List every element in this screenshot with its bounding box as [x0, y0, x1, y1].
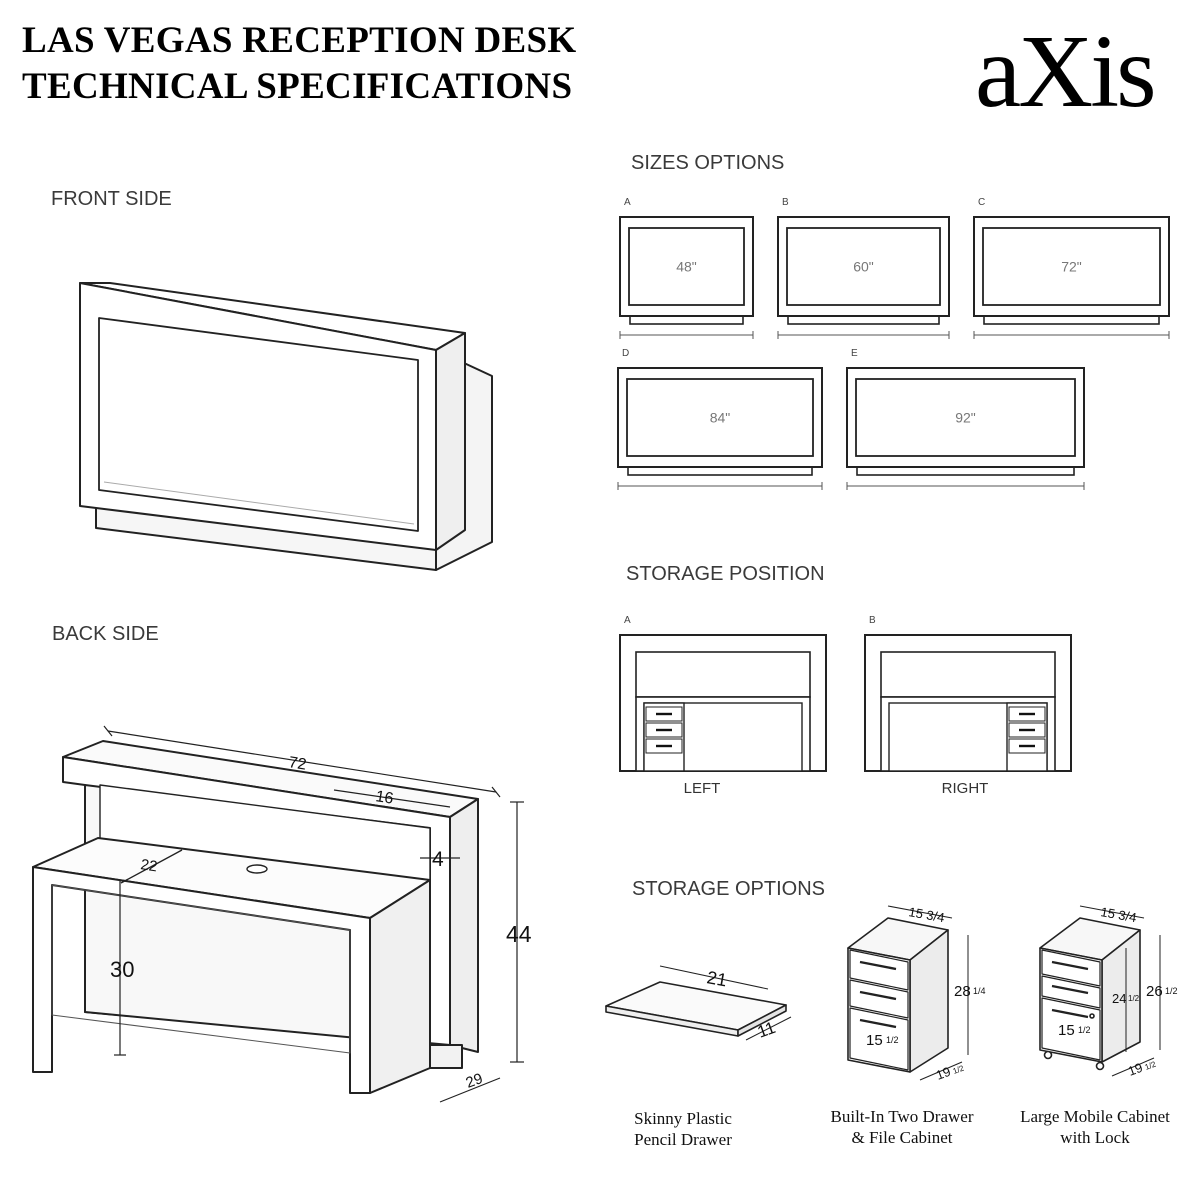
dim-top-depth: 16 — [374, 788, 394, 808]
axis-logo: aXis — [975, 14, 1157, 129]
size-value: 60" — [853, 259, 874, 275]
back-side-dimension-lines — [103, 725, 524, 1103]
size-base — [629, 315, 744, 325]
file-cabinet-height-frac: 1/4 — [973, 986, 986, 996]
storage-options-heading: STORAGE OPTIONS — [632, 878, 825, 900]
pencil-drawer-length: 21 — [705, 967, 728, 990]
mobile-cabinet-height-frac: 1/2 — [1165, 986, 1178, 996]
file-cabinet-top: 15 3/4 — [907, 904, 945, 925]
storage-position-heading: STORAGE POSITION — [626, 563, 825, 585]
storage-position-grid: A LEFT B RIGHT — [619, 615, 1072, 797]
mobile-cabinet-depth-frac: 1/2 — [1144, 1059, 1158, 1071]
dim-width: 72 — [287, 754, 307, 774]
position-letter: A — [624, 615, 631, 626]
dim-base-depth: 29 — [464, 1070, 485, 1092]
dim-desk-height: 30 — [110, 957, 134, 982]
storage-position-right: B RIGHT — [864, 615, 1072, 797]
back-side-drawing — [32, 740, 479, 1094]
mobile-cabinet-drawing — [1039, 905, 1161, 1077]
size-base — [787, 315, 940, 325]
title-line-1: LAS VEGAS RECEPTION DESK — [22, 20, 577, 61]
size-option-b: B 60" — [777, 197, 950, 339]
front-side-drawing — [79, 282, 493, 571]
size-option-e: E 92" — [846, 348, 1085, 490]
size-frame-inner — [626, 378, 814, 457]
back-side-heading: BACK SIDE — [52, 623, 159, 645]
file-cabinet-caption: Built-In Two Drawer & File Cabinet — [802, 1106, 1002, 1148]
front-side-heading: FRONT SIDE — [51, 188, 172, 210]
mobile-cabinet-caption-line1: Large Mobile Cabinet — [1020, 1107, 1170, 1126]
size-option-d: D 84" — [617, 348, 823, 490]
size-letter: C — [978, 197, 985, 208]
size-value: 48" — [676, 259, 697, 275]
position-label: LEFT — [684, 780, 721, 797]
file-cabinet-drawing — [847, 905, 969, 1081]
dim-height: 44 — [506, 921, 532, 947]
storage-position-left: A LEFT — [619, 615, 827, 797]
size-frame-inner — [982, 227, 1161, 306]
position-top-panel — [880, 651, 1056, 698]
file-cabinet-caption-line1: Built-In Two Drawer — [830, 1107, 974, 1126]
mobile-cabinet-caption-line2: with Lock — [1060, 1128, 1130, 1147]
file-cabinet-width-frac: 1/2 — [886, 1035, 899, 1045]
sizes-options-heading: SIZES OPTIONS — [631, 152, 785, 174]
size-base — [627, 466, 813, 476]
size-letter: B — [782, 197, 789, 208]
pencil-drawer-drawing — [605, 965, 792, 1041]
size-value: 72" — [1061, 259, 1082, 275]
size-value: 92" — [955, 410, 976, 426]
size-letter: A — [624, 197, 631, 208]
mobile-cabinet-top: 15 3/4 — [1099, 904, 1137, 925]
size-option-a: A 48" — [619, 197, 754, 339]
mobile-cabinet-inner-frac: 1/2 — [1128, 994, 1140, 1003]
size-value: 84" — [710, 410, 731, 426]
size-letter: D — [622, 348, 629, 359]
mobile-cabinet-depth: 19 — [1126, 1060, 1145, 1079]
pencil-drawer-caption: Skinny Plastic Pencil Drawer — [583, 1108, 783, 1150]
mobile-cabinet-width-frac: 1/2 — [1078, 1025, 1091, 1035]
pencil-drawer-caption-line2: Pencil Drawer — [634, 1130, 732, 1149]
page-title: LAS VEGAS RECEPTION DESK TECHNICAL SPECI… — [22, 18, 576, 110]
title-line-2: TECHNICAL SPECIFICATIONS — [22, 66, 573, 107]
size-base — [856, 466, 1075, 476]
file-cabinet-caption-line2: & File Cabinet — [851, 1128, 953, 1147]
mobile-cabinet-caption: Large Mobile Cabinet with Lock — [1000, 1106, 1190, 1148]
size-frame-inner — [855, 378, 1076, 457]
file-cabinet-height: 28 — [954, 983, 971, 1000]
position-top-panel — [635, 651, 811, 698]
mobile-cabinet-height: 26 — [1146, 983, 1163, 1000]
dim-panel: 4 — [432, 848, 444, 871]
position-label: RIGHT — [942, 780, 989, 797]
size-option-c: C 72" — [973, 197, 1170, 339]
mobile-cabinet-inner: 24 — [1112, 991, 1126, 1006]
position-letter: B — [869, 615, 876, 626]
file-cabinet-depth: 19 — [934, 1064, 953, 1083]
size-letter: E — [851, 348, 858, 359]
pencil-drawer-depth: 11 — [755, 1018, 778, 1042]
file-cabinet-depth-frac: 1/2 — [952, 1063, 966, 1075]
size-frame-inner — [628, 227, 745, 306]
pencil-drawer-caption-line1: Skinny Plastic — [634, 1109, 732, 1128]
size-frame-inner — [786, 227, 941, 306]
file-cabinet-width: 15 — [866, 1032, 883, 1049]
size-options-grid: A 48" B 60" C 72" D 84" E 92" — [617, 197, 1170, 490]
size-base — [983, 315, 1160, 325]
dim-desk-depth: 22 — [139, 856, 158, 875]
mobile-cabinet-width: 15 — [1058, 1022, 1075, 1039]
